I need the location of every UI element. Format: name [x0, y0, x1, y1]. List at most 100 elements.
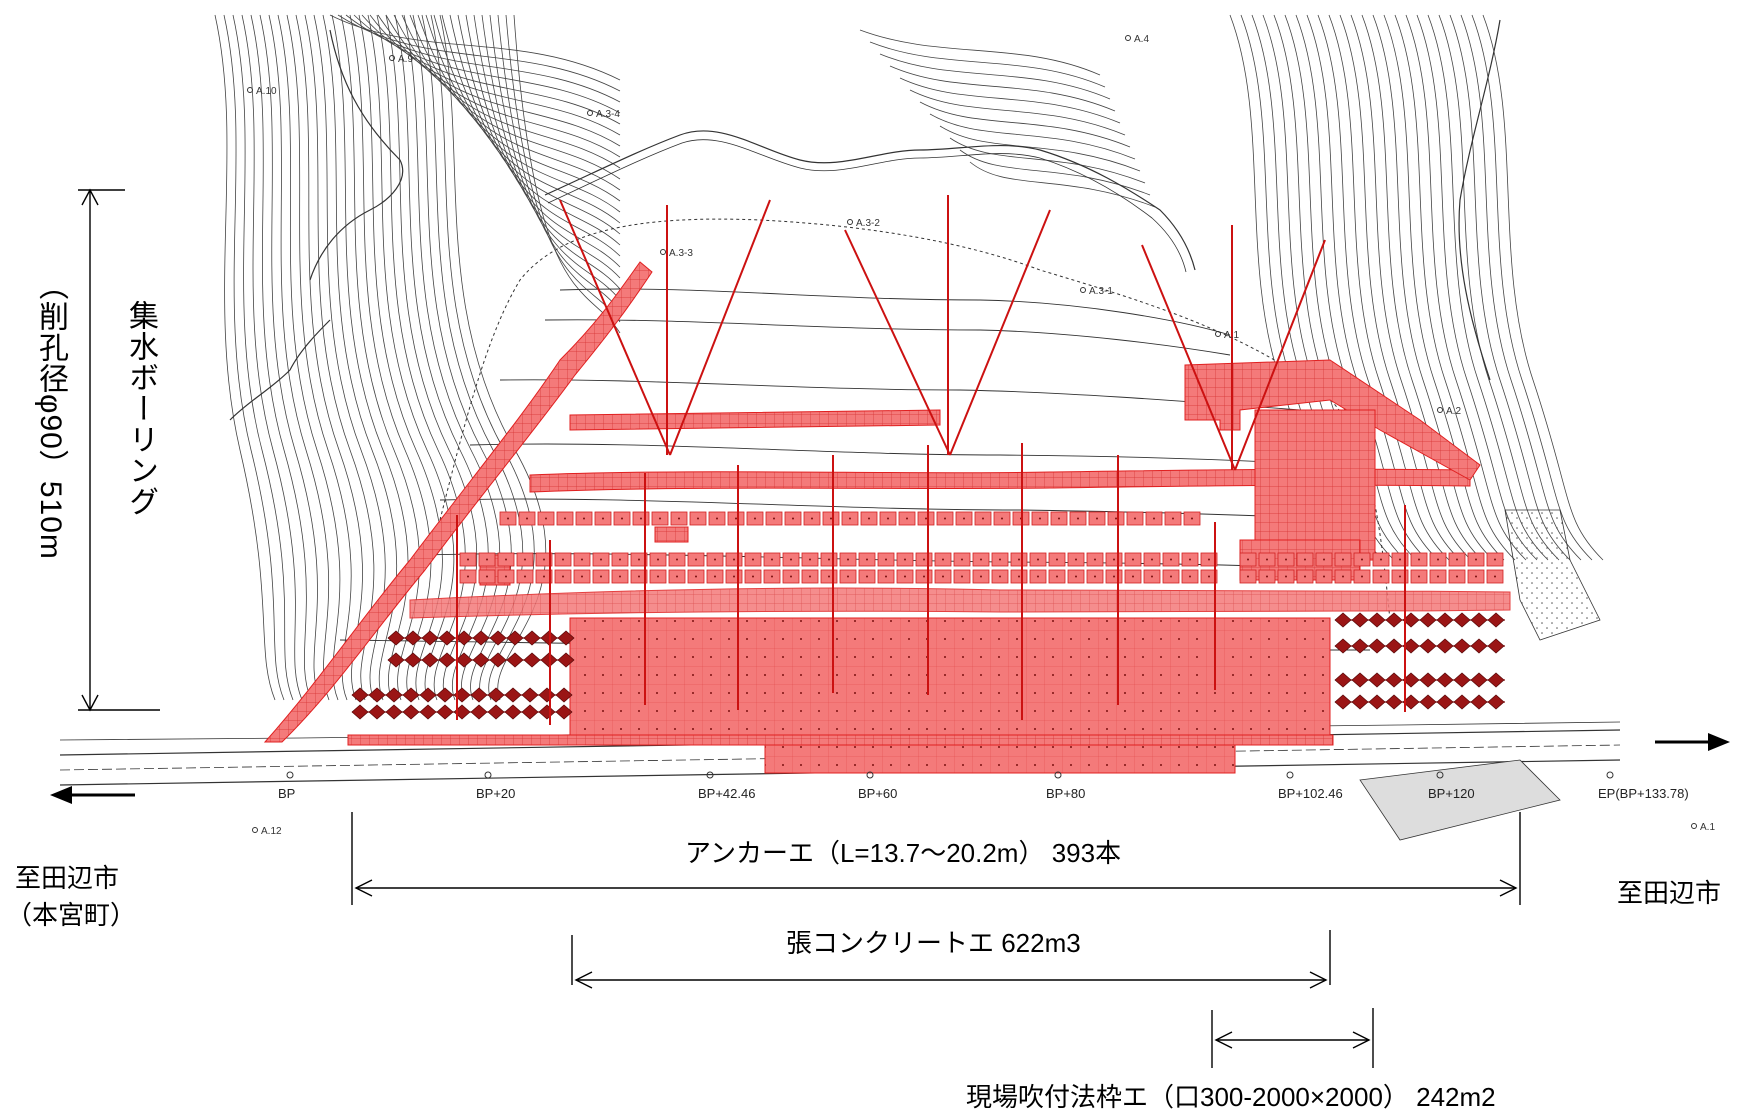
anchor-head — [697, 517, 699, 520]
survey-point — [1437, 407, 1443, 413]
anchor-lines — [456, 195, 1406, 725]
anchor-head — [1172, 517, 1174, 520]
contour-line — [385, 14, 621, 158]
contour-line — [377, 14, 621, 147]
spray-frame-node — [504, 687, 522, 703]
anchor-head — [1170, 575, 1172, 578]
spray-frame-node — [470, 687, 488, 703]
station-dot — [1436, 771, 1444, 779]
anchor-head — [619, 575, 621, 578]
anchor-head — [1323, 575, 1325, 578]
survey-point — [389, 55, 395, 61]
anchor-head — [678, 517, 680, 520]
anchor-head — [733, 575, 735, 578]
contour-line — [909, 89, 1126, 136]
contour-line — [489, 14, 621, 301]
contour-line — [425, 14, 621, 213]
spray-frame-node — [557, 652, 575, 668]
anchor-head — [581, 558, 583, 561]
anchor-head — [1115, 517, 1117, 520]
anchor-head — [1037, 558, 1039, 561]
anchor-head — [1151, 575, 1153, 578]
stipple-area — [1504, 509, 1601, 641]
anchor-head — [1096, 517, 1098, 520]
anchor-head — [657, 558, 659, 561]
anchor-head — [999, 558, 1001, 561]
anchor-head — [1189, 558, 1191, 561]
contour-line — [322, 14, 398, 701]
spray-frame-node — [455, 630, 473, 646]
anchor-head — [505, 558, 507, 561]
anchor-head — [1361, 558, 1363, 561]
anchor-head — [1380, 575, 1382, 578]
anchor-head — [714, 558, 716, 561]
anchor-head — [1285, 558, 1287, 561]
station-dot — [706, 771, 714, 779]
anchor-head — [1494, 575, 1496, 578]
anchor-head — [1191, 517, 1193, 520]
spray-frame-node — [404, 652, 422, 668]
direction-arrows — [50, 733, 1730, 804]
anchor-head — [1134, 517, 1136, 520]
survey-point — [847, 219, 853, 225]
contour-line — [223, 14, 285, 701]
anchor-line — [949, 209, 1051, 456]
spray-frame-node — [1368, 672, 1386, 688]
spray-frame-node — [521, 687, 539, 703]
anchor-head — [809, 558, 811, 561]
spray-frame-node — [1334, 672, 1352, 688]
anchor-head — [1399, 575, 1401, 578]
anchor-line — [669, 199, 771, 456]
anchor-head — [923, 575, 925, 578]
anchor-head — [1342, 575, 1344, 578]
anchor-head — [600, 558, 602, 561]
spray-frame-node — [421, 630, 439, 646]
contour-line — [939, 125, 1141, 172]
spray-frame-node — [1368, 638, 1386, 654]
anchor-head — [640, 517, 642, 520]
spray-frame-node — [387, 630, 405, 646]
contour-line — [403, 14, 501, 701]
station-dot — [1286, 771, 1294, 779]
spray-frame-node — [472, 652, 490, 668]
contour-line — [473, 14, 621, 279]
contour-line — [441, 14, 621, 235]
anchor-head — [486, 575, 488, 578]
anchor-head — [1437, 558, 1439, 561]
anchor-head — [564, 517, 566, 520]
anchor-head — [621, 517, 623, 520]
mid-slope-band — [409, 587, 1511, 619]
anchor-head — [486, 558, 488, 561]
anchor-head — [866, 558, 868, 561]
anchor-head — [1151, 558, 1153, 561]
spray-frame-node — [1402, 672, 1420, 688]
survey-points: A.10A.9A.4A.3-4A.3-3A.3-2A.3-1A.1A.2A.12… — [247, 34, 1715, 837]
station-label: BP+42.46 — [698, 786, 755, 801]
contour-line — [1284, 14, 1406, 561]
spray-frame-node — [555, 704, 573, 720]
contour-line — [1482, 14, 1604, 561]
spray-frame-node — [1453, 672, 1471, 688]
spray-frame-node — [1470, 638, 1488, 654]
anchor-head — [714, 575, 716, 578]
spray-frame-node — [438, 652, 456, 668]
anchor-head — [1056, 575, 1058, 578]
spray-frame-node — [506, 652, 524, 668]
contour-line — [353, 14, 621, 114]
anchor-head — [1094, 558, 1096, 561]
anchor-head — [562, 558, 564, 561]
spray-frame-node — [351, 704, 369, 720]
anchor-head — [1266, 558, 1268, 561]
survey-point-label: A.2 — [1446, 406, 1461, 417]
spray-frame-node — [1402, 638, 1420, 654]
anchor-head — [754, 517, 756, 520]
contour-line — [232, 14, 294, 701]
contour-line — [1394, 14, 1516, 561]
anchor-head — [792, 517, 794, 520]
spray-frame-node — [1334, 694, 1352, 710]
spray-frame-node — [1402, 612, 1420, 628]
survey-point — [247, 87, 253, 93]
scarp-line — [229, 19, 1501, 421]
anchor-head — [1323, 558, 1325, 561]
